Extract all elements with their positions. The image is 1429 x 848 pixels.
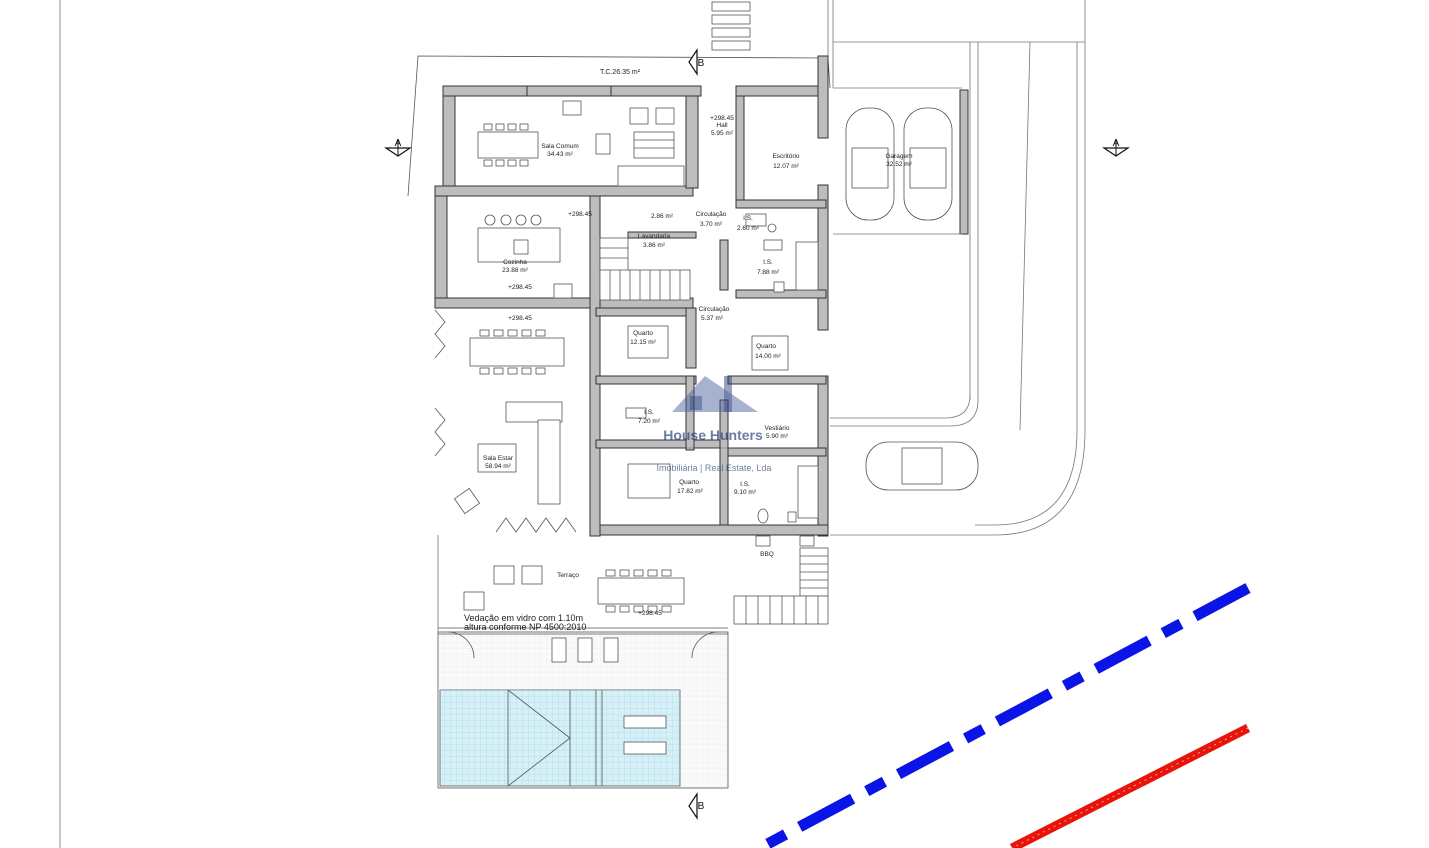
walls — [434, 55, 829, 537]
room-area: 17.82 m² — [677, 488, 703, 495]
garage-walls — [833, 87, 969, 235]
section-marker-b-top: B — [688, 48, 705, 76]
room-name: Quarto — [756, 343, 776, 350]
site-lines — [59, 0, 1086, 848]
entrance-steps — [711, 1, 751, 51]
section-label-a: A — [1113, 138, 1120, 149]
section-label-b: B — [698, 58, 705, 69]
room-name: Escritório — [772, 153, 799, 160]
sofa-sala-comum — [562, 100, 685, 187]
room-area: 12.15 m² — [630, 339, 656, 346]
garage-cars — [845, 107, 979, 491]
room-name: Cozinha — [503, 259, 527, 266]
room-area: 2.60 m² — [737, 225, 760, 232]
room-name: I.S. — [743, 215, 753, 222]
room-area: 34.43 m² — [547, 151, 573, 158]
room-area: 5.95 m² — [711, 130, 734, 137]
glass-railing-note-2: altura conforme NP 4500:2010 — [464, 622, 586, 632]
room-name: I.S. — [763, 259, 773, 266]
dining-table-sala-comum — [477, 123, 539, 167]
room-name: Quarto — [679, 479, 699, 486]
dining-table-sala-estar — [469, 329, 565, 375]
room-name: Vestiário — [765, 425, 790, 432]
blue-boundary-line — [757, 583, 1251, 848]
small-area: 2.86 m² — [651, 213, 674, 220]
room-name: Garagem — [885, 153, 912, 160]
section-marker-b-bottom: B — [688, 792, 705, 820]
level-mark: +298.45 — [710, 115, 734, 122]
room-name: Circulação — [696, 211, 727, 218]
room-area: 3.70 m² — [700, 221, 723, 228]
house-hunters-watermark: House Hunters Imobiliária | Real Estate,… — [652, 376, 775, 473]
room-area: 32.52 m² — [886, 161, 912, 168]
section-marker-a-left: A — [384, 138, 412, 157]
interior-stairs — [599, 237, 691, 301]
section-label-a: A — [395, 138, 402, 149]
room-name: I.S. — [740, 481, 750, 488]
folding-doors — [434, 309, 577, 533]
beds — [627, 325, 789, 499]
room-area: 58.94 m² — [485, 463, 511, 470]
room-name: I.S. — [644, 409, 654, 416]
glass-railing-note: Vedação em vidro com 1.10m — [464, 613, 583, 623]
covered-area — [407, 55, 831, 197]
sofa-sala-estar — [453, 401, 563, 515]
level-mark: +298.45 — [508, 315, 532, 322]
room-area: 12.07 m² — [773, 163, 799, 170]
room-area: 3.86 m² — [643, 242, 666, 249]
room-area: 9.10 m² — [734, 489, 757, 496]
house-logo-icon — [672, 376, 758, 412]
covered-area-label: T.C.26.35 m² — [600, 69, 641, 76]
room-area: 7.20 m² — [638, 418, 661, 425]
room-area: 5.90 m² — [766, 433, 789, 440]
room-name: Sala Estar — [483, 455, 514, 462]
room-name: Circulação — [699, 306, 730, 313]
brand-name: House Hunters — [663, 427, 763, 443]
room-area: 23.88 m² — [502, 267, 528, 274]
room-area: 7.88 m² — [757, 269, 780, 276]
room-name: Sala Comum — [541, 143, 579, 150]
exterior-stairs — [733, 547, 829, 625]
boundary-lines — [757, 583, 1251, 848]
terrace — [437, 535, 815, 632]
room-name: Lavandaria — [638, 233, 671, 240]
terrace-label: Terraço — [557, 572, 579, 579]
room-area: 14.00 m² — [755, 353, 781, 360]
bbq-label: BBQ — [760, 551, 774, 558]
labels: T.C.26.35 m² Sala Comum 34.43 m² +298.45… — [464, 69, 913, 632]
section-label-b: B — [698, 801, 705, 812]
swimming-pool — [439, 689, 681, 787]
level-mark: +298.45 — [508, 284, 532, 291]
room-area: 5.37 m² — [701, 315, 724, 322]
room-name: Quarto — [633, 330, 653, 337]
level-mark: +298.45 — [568, 211, 592, 218]
section-marker-a-right: A — [1102, 138, 1130, 157]
level-mark: +298.45 — [638, 610, 662, 617]
room-name: Hall — [716, 122, 728, 129]
kitchen-island — [477, 214, 573, 299]
bathroom-fixtures — [625, 213, 819, 524]
brand-subtitle: Imobiliária | Real Estate, Lda — [657, 463, 772, 473]
